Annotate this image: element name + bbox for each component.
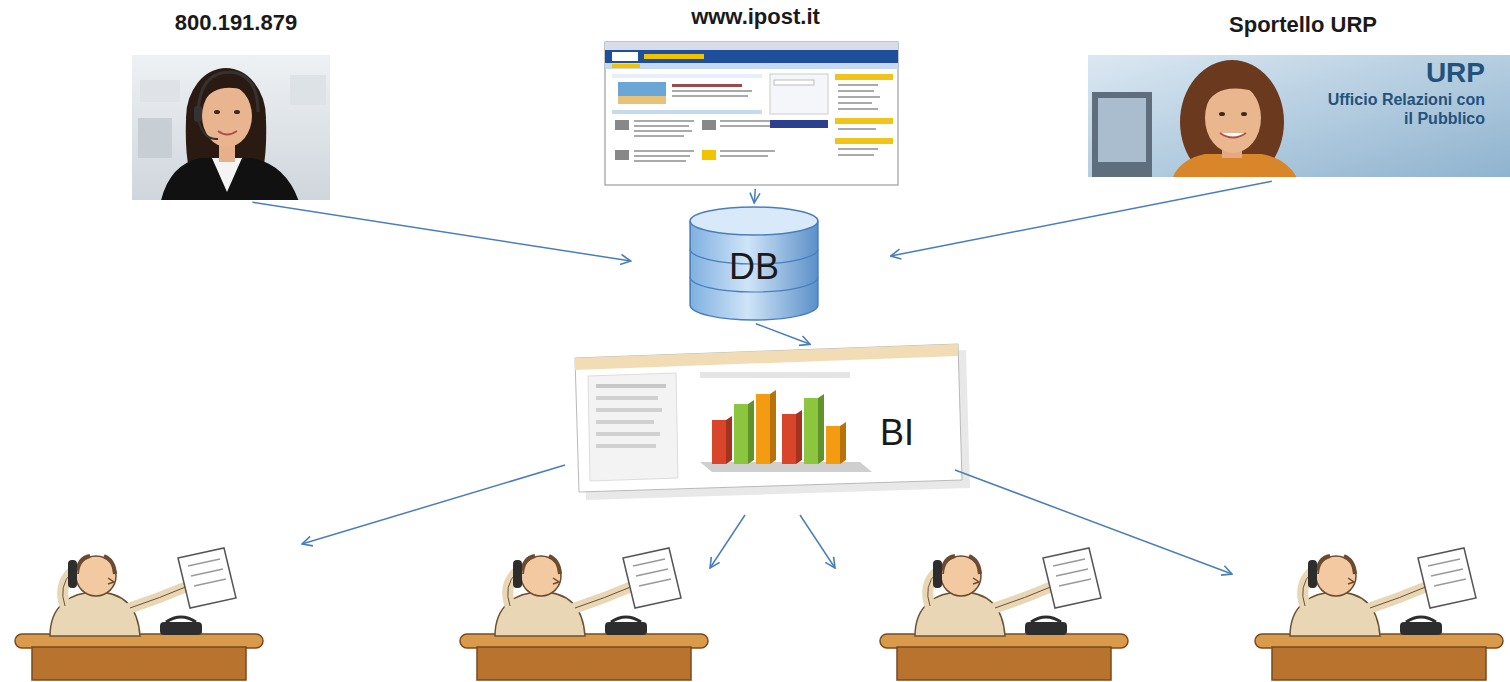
bi-dashboard: BI: [560, 345, 980, 515]
distribution-arrows: [302, 465, 1232, 574]
channel-heading: 800.191.879: [130, 10, 342, 36]
label-slot: URP: [1320, 58, 1485, 88]
operator-figure: [880, 548, 1128, 680]
banner-text: URP: [1320, 58, 1485, 88]
flow-arrow: [756, 324, 810, 345]
operator-figure: [15, 548, 263, 680]
node-label: BI: [880, 413, 914, 453]
label-slot: Ufficio Relazioni con il Pubblico: [1325, 90, 1485, 128]
node-label: DB: [688, 247, 820, 287]
website-screenshot: [605, 42, 898, 185]
phone-channel: 800.191.879: [130, 10, 342, 201]
urp-picture: [1088, 55, 1510, 177]
operator-figure: [1255, 548, 1503, 680]
flow-arrow: [252, 202, 630, 261]
database-cylinder: DB: [688, 205, 820, 323]
channel-heading: Sportello URP: [1088, 12, 1510, 38]
flow-arrow: [754, 189, 755, 203]
operator-figure: [460, 548, 708, 680]
banner-text: Ufficio Relazioni con il Pubblico: [1325, 90, 1485, 128]
flow-arrow: [891, 181, 1272, 256]
web-channel: www.ipost.it: [603, 4, 908, 187]
channel-heading: www.ipost.it: [603, 4, 908, 30]
bi-window: [575, 344, 970, 500]
operator-picture: [132, 55, 330, 200]
